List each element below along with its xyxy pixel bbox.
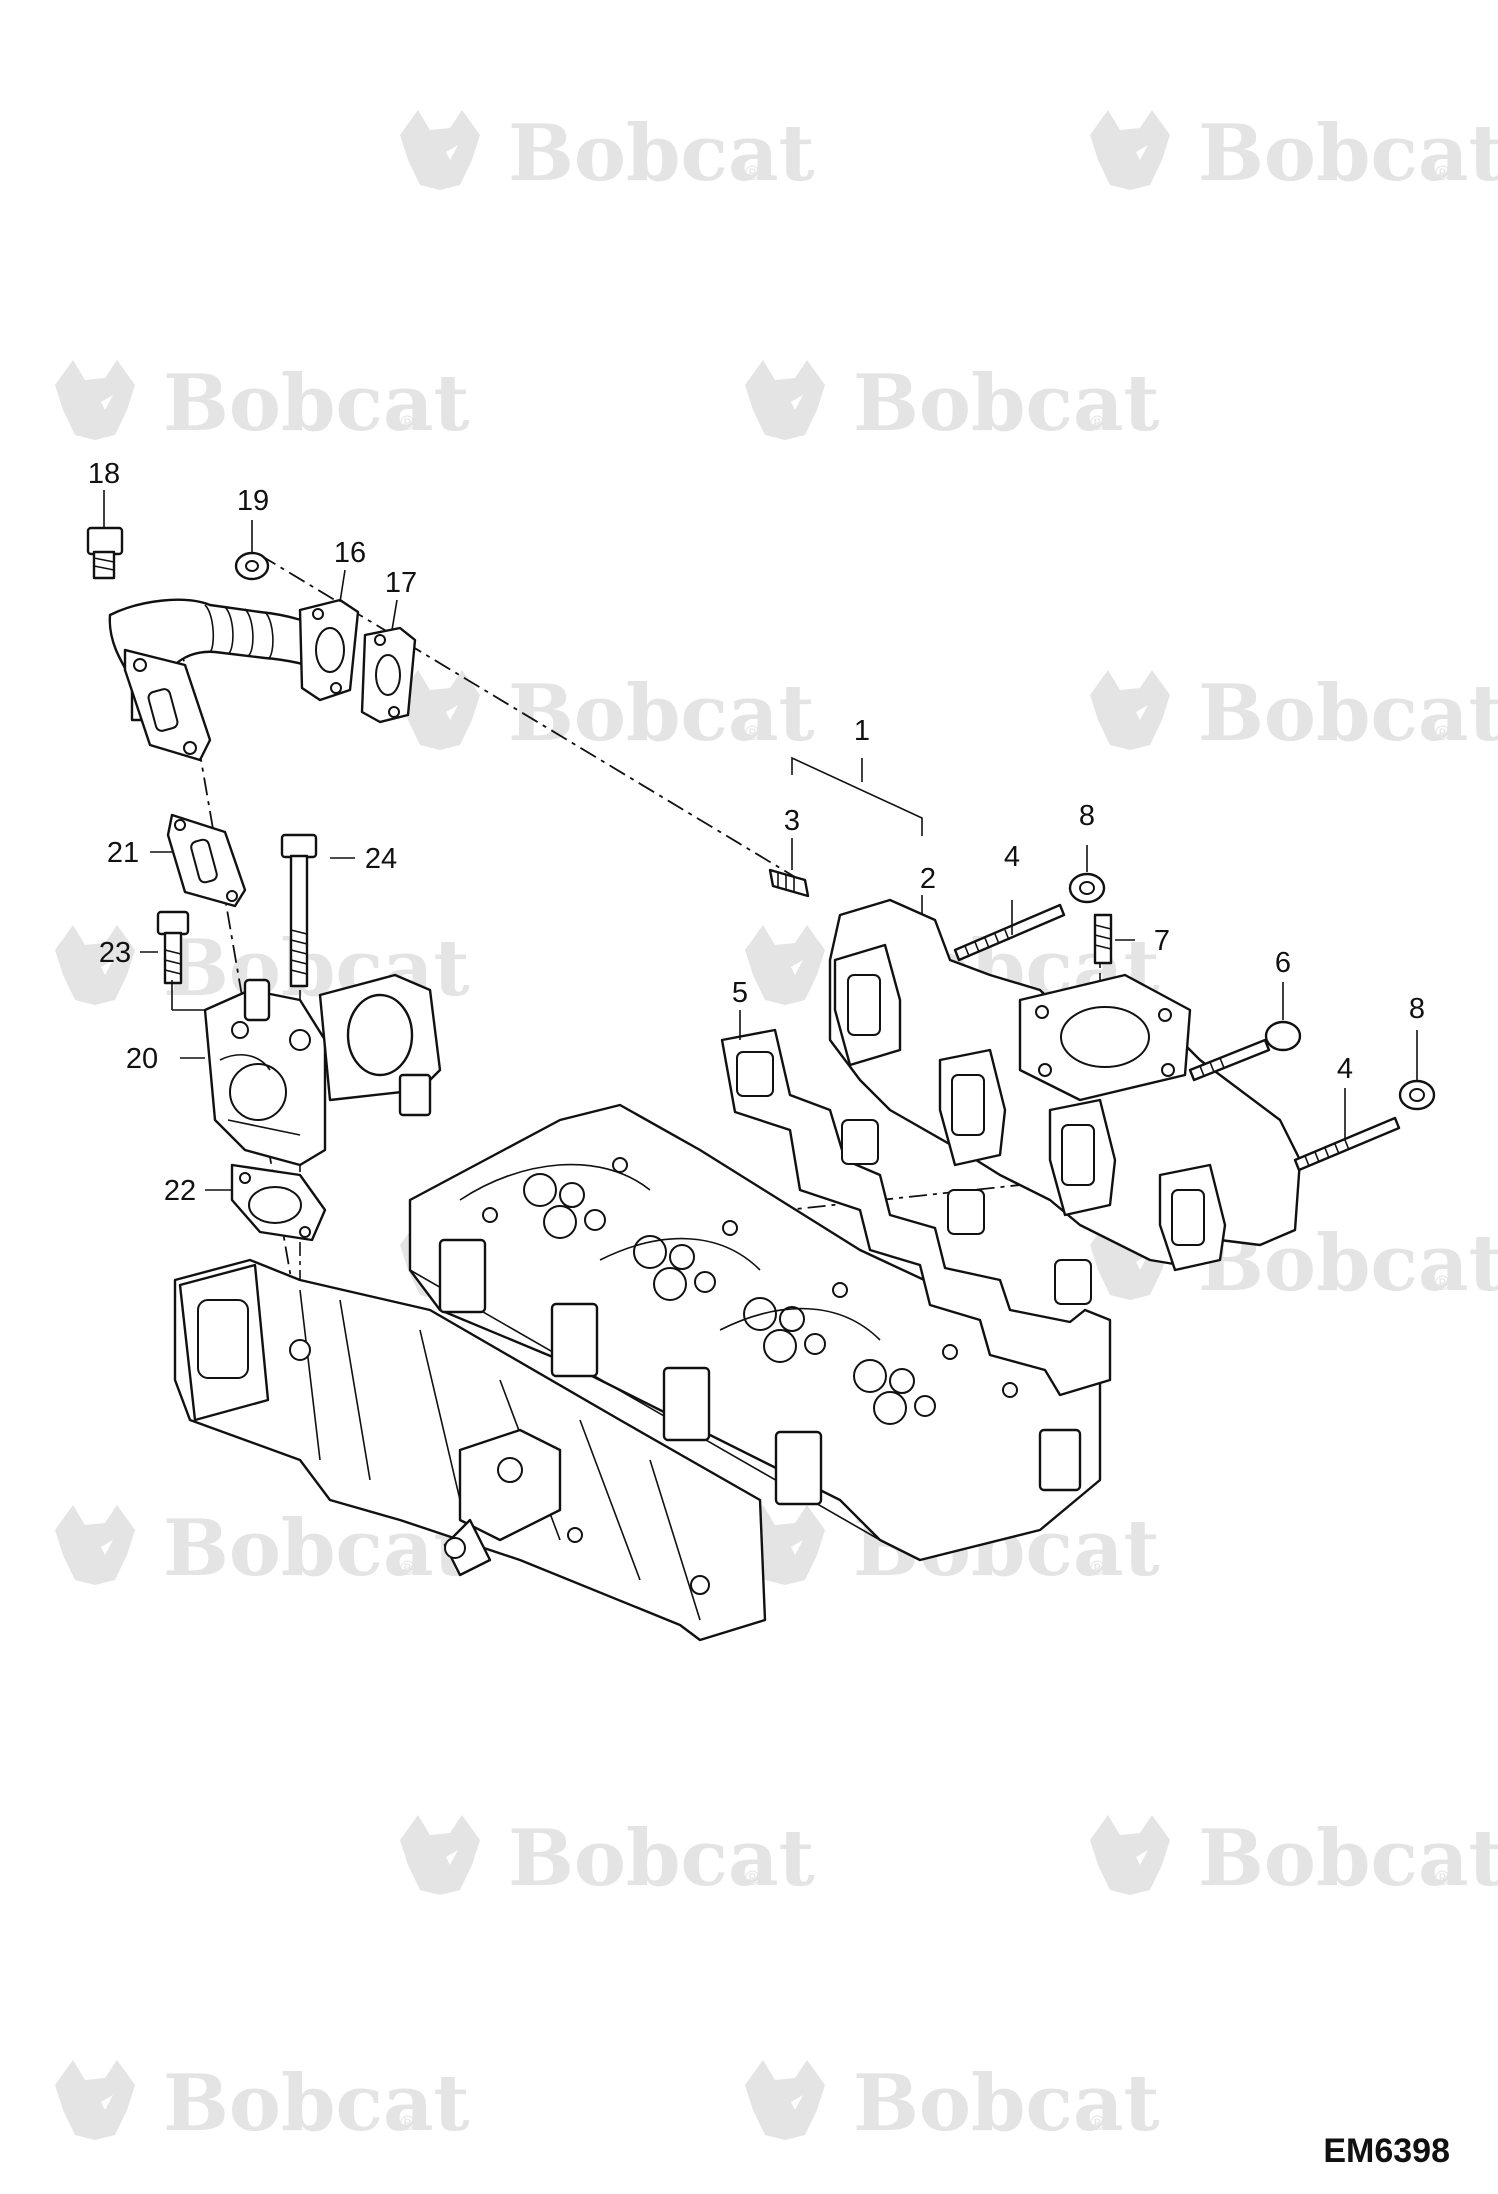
callout-3: 3 (784, 805, 800, 837)
bobcat-logo-icon (400, 110, 480, 190)
cylinder-head-icon (408, 1103, 1102, 1562)
fasteners-right (953, 872, 1436, 1172)
bobcat-logo-icon (55, 925, 135, 1005)
watermark-registered-mark: ® (1090, 1558, 1105, 1580)
bolt-24-icon (280, 833, 318, 988)
callout-22: 22 (164, 1175, 196, 1207)
bobcat-logo-icon (55, 360, 135, 440)
callout-7: 7 (1154, 925, 1170, 957)
watermark: Bobcat® (55, 2058, 470, 2149)
watermark-text: Bobcat (508, 1813, 815, 1904)
watermark: Bobcat® (745, 358, 1160, 449)
nut-8-upper-icon (1068, 872, 1106, 904)
callout-20: 20 (126, 1043, 158, 1075)
bobcat-logo-icon (55, 1505, 135, 1585)
nut-8-lower-icon (1398, 1079, 1436, 1111)
callout-8-upper: 8 (1079, 800, 1095, 832)
watermark: Bobcat® (745, 2058, 1160, 2149)
watermark-text: Bobcat (508, 668, 815, 759)
callout-4-upper: 4 (1004, 841, 1020, 873)
bobcat-logo-icon (1090, 110, 1170, 190)
callout-6: 6 (1275, 947, 1291, 979)
bobcat-logo-icon (745, 2060, 825, 2140)
watermark: Bobcat® (1090, 108, 1498, 199)
bolt-18-icon (86, 526, 124, 580)
egr-valve-20-icon (203, 973, 442, 1167)
watermark: Bobcat® (1090, 668, 1498, 759)
stud-3-icon (768, 868, 810, 898)
watermark-registered-mark: ® (745, 723, 760, 745)
exhaust-manifold-icon (768, 868, 1302, 1272)
watermark-registered-mark: ® (400, 2113, 415, 2135)
gasket-21-icon (166, 813, 247, 908)
stud-7-icon (1093, 913, 1113, 965)
callout-23: 23 (99, 937, 131, 969)
watermark-registered-mark: ® (745, 163, 760, 185)
watermark-registered-mark: ® (1435, 1273, 1450, 1295)
callout-24: 24 (365, 843, 397, 875)
watermark-text: Bobcat (163, 358, 470, 449)
watermark-registered-mark: ® (1090, 2113, 1105, 2135)
callout-17: 17 (385, 567, 417, 599)
watermark-text: Bobcat (853, 2058, 1160, 2149)
bobcat-logo-icon (745, 1505, 825, 1585)
gasket-22-icon (230, 1163, 327, 1242)
watermark: Bobcat® (55, 923, 470, 1014)
watermark-registered-mark: ® (1435, 1868, 1450, 1890)
callout-18: 18 (88, 458, 120, 490)
watermark-text: Bobcat (1198, 108, 1498, 199)
watermark-registered-mark: ® (400, 413, 415, 435)
bobcat-logo-icon (1090, 1815, 1170, 1895)
nut-19-icon (234, 551, 270, 581)
valve-ports-icon (482, 1157, 1018, 1425)
watermark-registered-mark: ® (1090, 413, 1105, 435)
bobcat-logo-icon (1090, 670, 1170, 750)
bolt-4-upper-icon (953, 903, 1066, 962)
callout-16: 16 (334, 537, 366, 569)
callout-1: 1 (854, 715, 870, 747)
watermark: Bobcat® (400, 108, 815, 199)
callout-19: 19 (237, 485, 269, 517)
watermark-text: Bobcat (1198, 1813, 1498, 1904)
callout-5: 5 (732, 977, 748, 1009)
watermark-text: Bobcat (853, 358, 1160, 449)
watermark-registered-mark: ® (400, 1558, 415, 1580)
callout-8-lower: 8 (1409, 993, 1425, 1025)
watermark: Bobcat® (400, 1813, 815, 1904)
drawing-code: EM6398 (1323, 2132, 1450, 2170)
callout-labels: 1 2 3 4 4 5 6 7 8 8 16 17 18 19 20 21 22… (88, 458, 1425, 1207)
bolt-6-icon (1188, 1020, 1302, 1082)
gasket-5-icon (720, 1028, 1112, 1397)
watermark: Bobcat® (400, 668, 815, 759)
watermark-registered-mark: ® (1435, 163, 1450, 185)
watermark: Bobcat® (55, 358, 470, 449)
callout-4-lower: 4 (1337, 1053, 1353, 1085)
bolt-23-icon (156, 910, 190, 985)
watermark-registered-mark: ® (745, 1868, 760, 1890)
watermark-text: Bobcat (163, 2058, 470, 2149)
callout-21: 21 (107, 837, 139, 869)
leader-lines (103, 490, 1418, 1191)
intake-manifold-icon (173, 1258, 767, 1642)
bobcat-logo-icon (745, 925, 825, 1005)
bolt-4-lower-icon (1293, 1116, 1401, 1172)
bobcat-logo-icon (400, 670, 480, 750)
watermark: Bobcat® (1090, 1813, 1498, 1904)
watermark-text: Bobcat (508, 108, 815, 199)
bobcat-logo-icon (55, 2060, 135, 2140)
bobcat-logo-icon (745, 360, 825, 440)
callout-2: 2 (920, 863, 936, 895)
bobcat-logo-icon (400, 1815, 480, 1895)
watermark-registered-mark: ® (1435, 723, 1450, 745)
watermark-text: Bobcat (1198, 668, 1498, 759)
egr-pipe-assembly (86, 526, 417, 762)
